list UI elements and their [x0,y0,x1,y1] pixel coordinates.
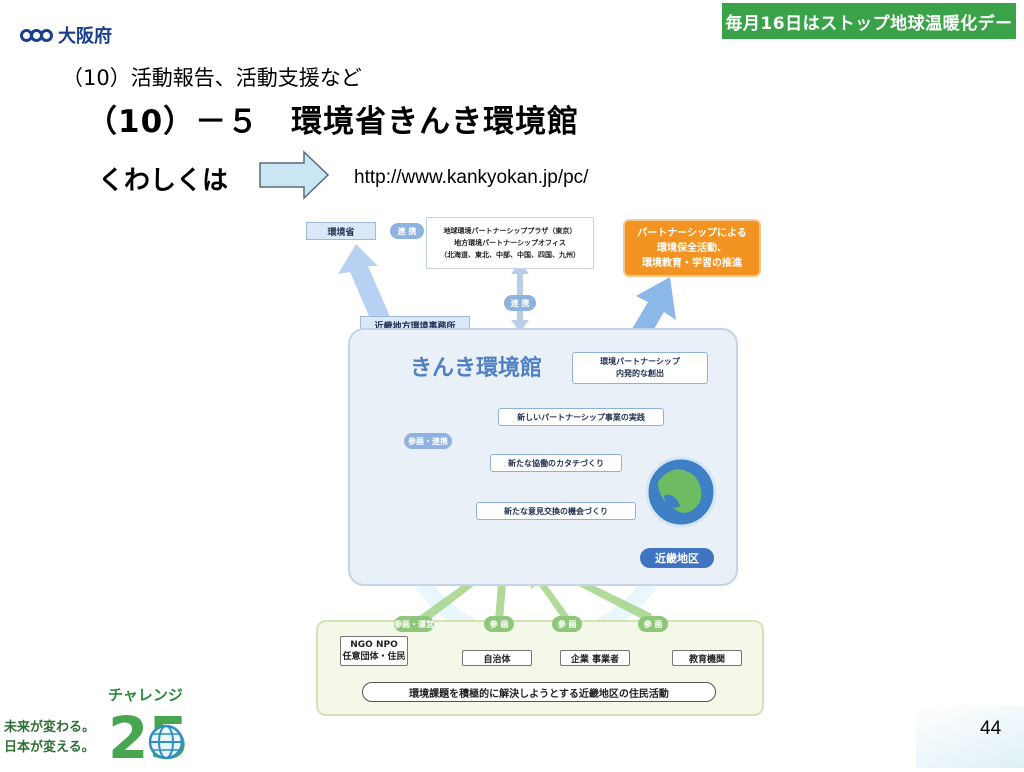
page-number: 44 [980,718,1002,739]
participation-tag: 参画・運営 [394,616,434,632]
actor-ngo-npo: NGO NPO 任意団体・住民 [340,636,408,666]
activity-box: 新たな協働のカタチづくり [490,454,622,472]
outcome-line: 環境保全活動、 [657,242,727,254]
slide-title: （10）－５ 環境省きんき環境館 [86,104,580,140]
participation-tag: 参 画 [552,616,582,632]
actor-business: 企業 事業者 [560,650,630,666]
kankyokan-url-link[interactable]: http://www.kankyokan.jp/pc/ [354,167,589,188]
outcome-box: パートナーシップによる 環境保全活動、 環境教育・学習の推進 [623,219,761,277]
section-subtitle: （10）活動報告、活動支援など [62,66,362,90]
page-number-background [916,706,1024,768]
partnership-offices-box: 地球環境パートナーシッププラザ（東京） 地方環境パートナーシップオフィス （北海… [426,217,594,269]
actor-education: 教育機関 [672,650,742,666]
participation-tag: 参 画 [484,616,514,632]
kankyokan-name: きんき環境館 [410,356,543,381]
kinki-region-pill: 近畿地区 [640,548,714,568]
partnership-office-line: 地球環境パートナーシッププラザ（東京） [443,227,577,235]
participate-link-pill: 参画・連携 [404,433,452,449]
partnership-office-line: （北海道、東北、中部、中国、四国、九州） [440,251,580,259]
ministry-box: 環境省 [306,222,376,240]
kinki-globe-icon [645,456,717,528]
activity-box: 新たな意見交換の機会づくり [476,502,636,520]
partnership-creation-line: 環境パートナーシップ [600,357,680,366]
kankyokan-diagram: 環境省 連 携 地球環境パートナーシッププラザ（東京） 地方環境パートナーシップ… [298,212,768,720]
challenge-25-logo: チャレンジ 未来が変わる。 日本が変える。 25 [4,684,194,772]
link-pill-top: 連 携 [390,223,424,239]
actor-ngo-line: 任意団体・住民 [342,652,406,662]
detail-label: くわしくは [98,166,229,196]
challenge-label: チャレンジ [108,686,183,704]
osaka-prefecture-logo: 大阪府 [20,22,112,48]
actor-municipality: 自治体 [462,650,532,666]
challenge-slogan-line: 日本が変える。 [4,740,95,755]
activity-box: 新しいパートナーシップ事業の実践 [498,408,664,426]
participation-tag: 参 画 [638,616,668,632]
outcome-line: パートナーシップによる [637,227,747,239]
partnership-creation-line: 内発的な創出 [616,369,664,378]
outcome-line: 環境教育・学習の推進 [642,257,742,269]
right-arrow-icon [259,150,330,200]
logo-rings-icon [20,28,53,42]
partnership-office-line: 地方環境パートナーシップオフィス [454,239,566,247]
link-pill-middle: 連 携 [504,295,536,311]
globe-icon [148,724,184,760]
partnership-creation-box: 環境パートナーシップ 内発的な創出 [572,352,708,384]
logo-text: 大阪府 [58,26,112,47]
residents-activity-label: 環境課題を積極的に解決しようとする近畿地区の住民活動 [362,682,716,702]
challenge-slogan-line: 未来が変わる。 [4,720,96,735]
stop-global-warming-banner: 毎月16日はストップ地球温暖化デー [722,3,1016,39]
actor-ngo-line: NGO NPO [350,640,398,650]
